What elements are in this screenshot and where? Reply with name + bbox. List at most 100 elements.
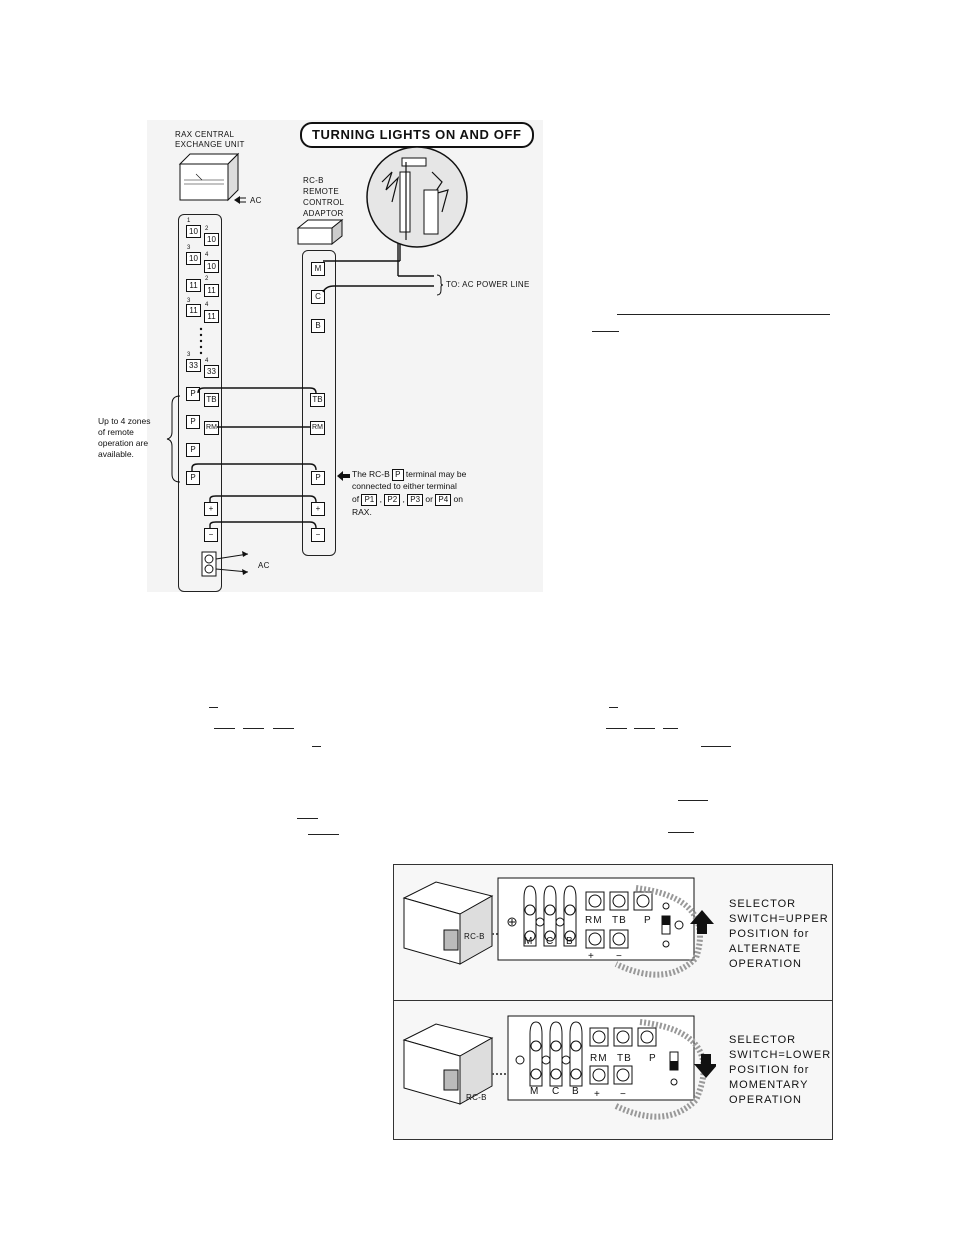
rax-label-line2: EXCHANGE UNIT	[175, 140, 245, 149]
continuation-dots	[199, 327, 203, 355]
power-line-brace	[436, 274, 444, 296]
masked-text-underline	[701, 746, 731, 747]
lower-label-minus: −	[620, 1089, 627, 1100]
lower-label-c: C	[552, 1086, 561, 1097]
rax-terminal-p4: P	[186, 471, 200, 485]
upper-label-rm: RM	[585, 915, 603, 926]
rax-num-10: 4	[205, 358, 209, 364]
rax-terminal-minus: −	[204, 528, 218, 542]
rcb-terminal-plus: +	[311, 502, 325, 516]
rax-terminal-p3: P	[186, 443, 200, 457]
note-text-1: The RC-B	[352, 469, 390, 479]
rax-num-2: 2	[205, 226, 209, 232]
rcb-adaptor-illustration	[296, 218, 344, 246]
masked-text-underline	[609, 707, 618, 708]
note-line-1: The RC-B P terminal may be	[352, 469, 466, 481]
masked-text-underline	[312, 746, 321, 747]
lower-label-plus: +	[594, 1089, 601, 1100]
note-text-2: terminal may be	[405, 469, 467, 479]
masked-text-underline	[592, 331, 619, 332]
note-or: or	[425, 494, 433, 504]
rax-terminal-p1: P	[186, 387, 200, 401]
lower-label-b: B	[572, 1086, 580, 1097]
rcb-terminal-tb: TB	[310, 393, 325, 407]
ac-outlet	[201, 551, 249, 577]
note-arrow-icon	[337, 471, 350, 481]
upper-selector-text-1: SELECTOR	[729, 898, 797, 910]
lower-device-label: RC-B	[466, 1093, 487, 1102]
upper-label-tb: TB	[612, 915, 627, 926]
rax-num-4: 4	[205, 252, 209, 258]
lower-label-m: M	[530, 1086, 540, 1097]
rax-terminal-tb: TB	[204, 393, 219, 407]
note-line-3: of P1 , P2 , P3 or P4 on	[352, 494, 463, 506]
lower-selector-text-2: SWITCH=LOWER	[729, 1049, 832, 1061]
rax-terminal-10-3: 10	[186, 252, 201, 265]
rax-terminal-10-1: 10	[186, 225, 201, 238]
rax-terminal-33-3: 33	[186, 359, 201, 372]
rcb-terminal-b: B	[311, 319, 325, 333]
zones-bracket	[166, 395, 181, 483]
rax-terminal-11-1: 11	[186, 279, 201, 292]
rcb-label-3: CONTROL	[303, 198, 345, 207]
upper-selector-text-4: ALTERNATE	[729, 943, 802, 955]
rax-terminal-strip	[178, 214, 222, 592]
rax-num-9: 3	[187, 352, 191, 358]
ac-input-label: AC	[250, 196, 262, 205]
lower-selector-text-3: POSITION for	[729, 1064, 810, 1076]
rax-terminal-11-2: 11	[204, 284, 219, 297]
rax-terminal-11-3: 11	[186, 304, 201, 317]
masked-text-underline	[606, 728, 627, 729]
upper-label-p: P	[644, 915, 652, 926]
rcb-terminal-c: C	[311, 290, 325, 304]
rcb-terminal-minus: −	[311, 528, 325, 542]
rax-unit-illustration	[178, 152, 246, 204]
rcb-terminal-p: P	[311, 471, 325, 485]
upper-label-minus: −	[616, 951, 623, 962]
masked-text-underline	[214, 728, 235, 729]
rcb-terminal-rm: RM	[310, 421, 325, 435]
note-on: on	[453, 494, 463, 504]
zones-text-2: of remote	[98, 427, 134, 437]
rax-terminal-10-4: 10	[204, 260, 219, 273]
zones-text-3: operation are	[98, 438, 149, 448]
upper-label-plus: +	[588, 951, 595, 962]
rax-num-1: 1	[187, 218, 191, 224]
note-p1-box: P1	[361, 494, 378, 506]
upper-selector-text-5: OPERATION	[729, 958, 802, 970]
upper-terminal-illustration	[402, 877, 714, 978]
ac-output-label: AC	[258, 561, 270, 570]
rax-num-8: 4	[205, 302, 209, 308]
rax-num-3: 3	[187, 245, 191, 251]
note-of: of	[352, 494, 360, 504]
note-p2-box: P2	[384, 494, 401, 506]
masked-text-underline	[634, 728, 655, 729]
rax-terminal-rm: RM	[204, 421, 219, 435]
rax-num-7: 3	[187, 298, 191, 304]
lower-terminal-illustration	[402, 1015, 716, 1120]
upper-label-b: B	[566, 936, 574, 947]
lower-label-tb: TB	[617, 1053, 632, 1064]
rax-label-line1: RAX CENTRAL	[175, 130, 235, 139]
rax-terminal-11-4: 11	[204, 310, 219, 323]
masked-text-underline	[209, 707, 218, 708]
note-p-box: P	[392, 469, 404, 481]
rcb-label-4: ADAPTOR	[303, 209, 344, 218]
lower-label-rm: RM	[590, 1053, 608, 1064]
upper-label-c: C	[546, 936, 555, 947]
masked-text-underline	[273, 728, 294, 729]
diagram-title: TURNING LIGHTS ON AND OFF	[300, 122, 534, 148]
rax-terminal-p2: P	[186, 415, 200, 429]
masked-text-underline	[663, 728, 678, 729]
rax-terminal-10-2: 10	[204, 233, 219, 246]
note-p4-box: P4	[435, 494, 452, 506]
rcb-label-1: RC-B	[303, 176, 324, 185]
masked-text-underline	[243, 728, 264, 729]
panel-divider	[393, 1000, 833, 1001]
masked-text-underline	[617, 314, 830, 315]
light-fixture-magnified	[366, 146, 468, 248]
lower-selector-text-4: MOMENTARY	[729, 1079, 809, 1091]
zones-text-1: Up to 4 zones	[98, 416, 151, 426]
upper-selector-text-2: SWITCH=UPPER	[729, 913, 829, 925]
power-line-label: TO: AC POWER LINE	[446, 280, 530, 289]
